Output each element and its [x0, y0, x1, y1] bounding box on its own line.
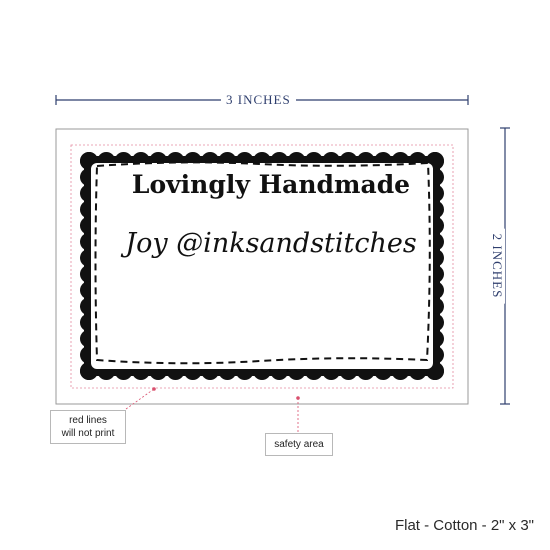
- red-lines-callout: red lines will not print: [50, 410, 126, 444]
- red-lines-callout-line1: red lines: [69, 415, 107, 426]
- height-dimension-label: 2 INCHES: [489, 228, 505, 304]
- safety-area-pointer: [296, 396, 300, 432]
- product-caption: Flat - Cotton - 2" x 3": [394, 517, 534, 534]
- inner-panel: [91, 163, 433, 369]
- stitch-line: [94, 161, 431, 365]
- bleed-line: [70, 144, 454, 389]
- safety-area-callout: safety area: [265, 433, 333, 456]
- red-lines-callout-line2: will not print: [61, 428, 115, 439]
- width-dimension-label: 3 INCHES: [221, 92, 296, 108]
- label-text-line-1: Lovingly Handmade: [131, 170, 411, 199]
- label-text-line-2: Joy @inksandstitches: [125, 228, 417, 259]
- red-lines-pointer: [125, 387, 156, 410]
- height-dimension-line: [500, 127, 510, 405]
